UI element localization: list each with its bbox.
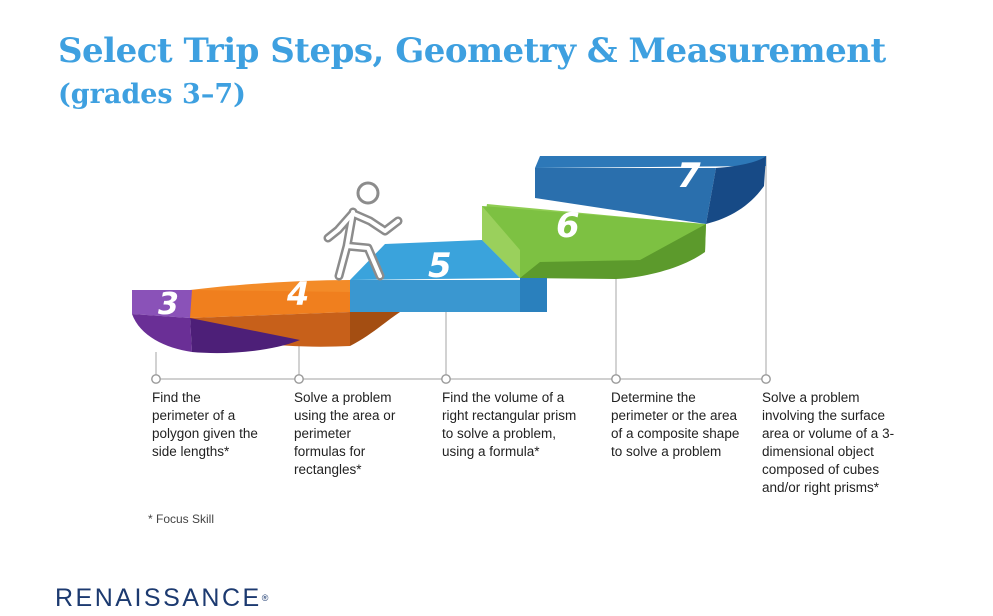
focus-skill-footnote: * Focus Skill	[148, 512, 215, 526]
step-3-top	[132, 290, 192, 318]
step-4-side	[190, 312, 350, 347]
step-5-front	[350, 280, 547, 312]
timeline-marker-4	[294, 374, 304, 384]
step-7-description: Solve a problem involving the surface ar…	[762, 390, 895, 495]
step-3-number: 3	[158, 287, 179, 322]
step-6	[482, 204, 706, 279]
step-5-number: 5	[428, 246, 452, 286]
step-7	[535, 156, 766, 224]
timeline	[155, 156, 767, 380]
step-7-side	[706, 156, 766, 224]
page-title: Select Trip Steps, Geometry & Measuremen…	[58, 31, 886, 71]
step-6-description: Determine the perimeter or the area of a…	[611, 390, 740, 459]
step-3-description: Find the perimeter of a polygon given th…	[152, 390, 258, 459]
step-6-left-face	[482, 206, 520, 278]
step-6-side	[520, 224, 706, 279]
step-5-top	[350, 240, 520, 280]
logo-registered-mark: ®	[261, 593, 269, 603]
step-7-top	[535, 156, 766, 168]
step-3-side	[132, 314, 192, 352]
step-3-shadow	[190, 318, 300, 354]
hiker-climbing-icon	[323, 181, 403, 281]
step-5-side	[520, 278, 547, 312]
renaissance-logo: RENAISSANCE®	[55, 584, 268, 612]
step-7-front	[535, 168, 716, 224]
step-4-number: 4	[286, 275, 309, 313]
step-3	[132, 290, 300, 354]
step-4-riser	[350, 312, 400, 346]
timeline-marker-3	[151, 374, 161, 384]
step-4-description: Solve a problem using the area or perime…	[294, 390, 396, 477]
timeline-marker-6	[611, 374, 621, 384]
step-6-number: 6	[556, 206, 580, 246]
timeline-marker-5	[441, 374, 451, 384]
page-subtitle: (grades 3–7)	[58, 79, 246, 110]
logo-text: RENAISSANCE	[55, 584, 262, 612]
step-5	[350, 240, 547, 312]
step-4	[190, 280, 400, 347]
step-7-number: 7	[677, 156, 701, 196]
step-5-description: Find the volume of a right rectangular p…	[442, 390, 577, 459]
step-4-front	[190, 290, 350, 318]
timeline-marker-7	[761, 374, 771, 384]
step-6-front	[482, 206, 706, 278]
